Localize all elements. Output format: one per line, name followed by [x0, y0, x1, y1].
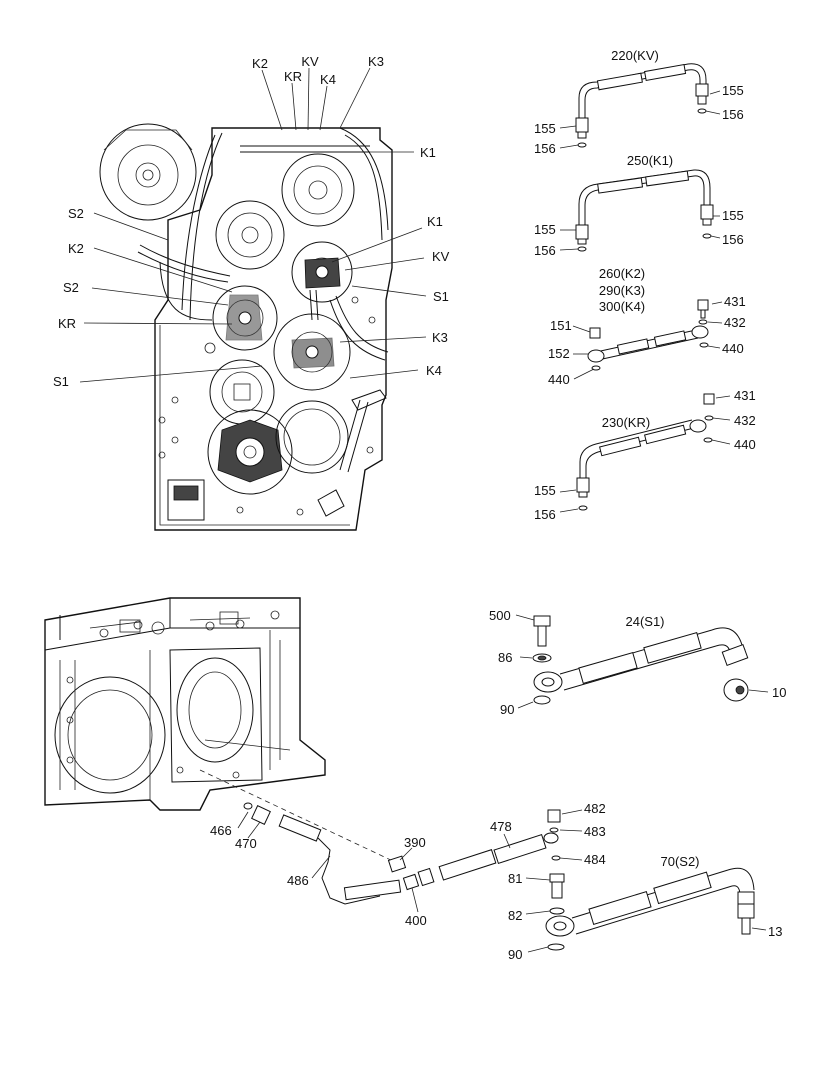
part-431: 431	[724, 294, 746, 309]
callout-kr: KR	[58, 316, 76, 331]
callout-k1: K1	[427, 214, 443, 229]
part-156: 156	[534, 141, 556, 156]
part-13: 13	[768, 924, 782, 939]
callout-s1: S1	[433, 289, 449, 304]
part-155: 155	[534, 483, 556, 498]
part-484: 484	[584, 852, 606, 867]
part-151: 151	[550, 318, 572, 333]
part-500: 500	[489, 608, 511, 623]
part-155: 155	[722, 208, 744, 223]
callout-kv: KV	[301, 54, 319, 69]
part-156: 156	[534, 243, 556, 258]
part-155: 155	[722, 83, 744, 98]
callout-s2: S2	[63, 280, 79, 295]
kit-title-k2: 260(K2)	[599, 266, 645, 281]
kit-title: 70(S2)	[660, 854, 699, 869]
part-155: 155	[534, 121, 556, 136]
part-152: 152	[548, 346, 570, 361]
part-440: 440	[722, 341, 744, 356]
part-483: 483	[584, 824, 606, 839]
part-82: 82	[508, 908, 522, 923]
callout-kr: KR	[284, 69, 302, 84]
part-440: 440	[548, 372, 570, 387]
part-90: 90	[508, 947, 522, 962]
callout-k4: K4	[426, 363, 442, 378]
pressure-line-assembly: 466 470 486 390 400 478 482 483 484	[199, 769, 606, 928]
kit-title-k3: 290(K3)	[599, 283, 645, 298]
kit-title: 230(KR)	[602, 415, 650, 430]
part-156: 156	[722, 232, 744, 247]
output-gear-shaded	[217, 419, 283, 483]
kit-title: 24(S1)	[625, 614, 664, 629]
callout-k3: K3	[368, 54, 384, 69]
callout-k3: K3	[432, 330, 448, 345]
part-486: 486	[287, 873, 309, 888]
part-155: 155	[534, 222, 556, 237]
hose-kit-k1: 250(K1) 155 156 155 156	[534, 153, 744, 258]
part-400: 400	[405, 913, 427, 928]
callout-k4: K4	[320, 72, 336, 87]
part-470: 470	[235, 836, 257, 851]
part-10: 10	[772, 685, 786, 700]
part-390: 390	[404, 835, 426, 850]
part-431: 431	[734, 388, 756, 403]
part-86: 86	[498, 650, 512, 665]
part-156: 156	[722, 107, 744, 122]
part-466: 466	[210, 823, 232, 838]
callout-kv: KV	[432, 249, 450, 264]
kit-title: 220(KV)	[611, 48, 659, 63]
hose-kit-kr: 230(KR) 431 432 440 155 156	[534, 388, 756, 522]
kit-title: 250(K1)	[627, 153, 673, 168]
callout-k2: K2	[68, 241, 84, 256]
callout-k1: K1	[420, 145, 436, 160]
hose-kit-kv: 220(KV) 155 156 155 156	[534, 48, 744, 156]
hose-kit-s2: 70(S2) 81 82 90 13	[508, 854, 782, 962]
kit-title-k4: 300(K4)	[599, 299, 645, 314]
callout-s1: S1	[53, 374, 69, 389]
part-432: 432	[724, 315, 746, 330]
transmission-housing-iso	[44, 597, 326, 811]
callout-k2: K2	[252, 56, 268, 71]
top-view-callouts: K2 KR KV K4 K3 K1 S2 K1 K2 KV S2 S1 KR K…	[53, 54, 450, 389]
part-432: 432	[734, 413, 756, 428]
callout-s2: S2	[68, 206, 84, 221]
part-482: 482	[584, 801, 606, 816]
hose-kit-s1: 24(S1) 500 86 90 10	[489, 608, 786, 717]
part-90: 90	[500, 702, 514, 717]
part-478: 478	[490, 819, 512, 834]
part-440: 440	[734, 437, 756, 452]
transmission-front-view	[79, 67, 427, 531]
part-156: 156	[534, 507, 556, 522]
hose-kit-k2-k3-k4: 260(K2) 290(K3) 300(K4) 431 432 151 152 …	[548, 266, 746, 387]
part-81: 81	[508, 871, 522, 886]
